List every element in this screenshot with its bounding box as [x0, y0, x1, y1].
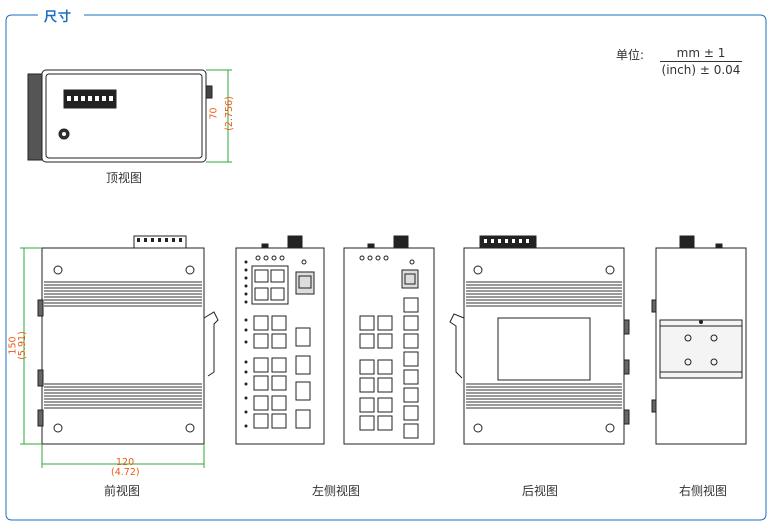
- section-title: 尺寸: [44, 10, 73, 25]
- left-view-drawing: [235, 235, 325, 445]
- caption-front-view: 前视图: [103, 484, 141, 498]
- unit-label: 单位:: [616, 48, 645, 62]
- unit-legend: 单位: mm ± 1 (inch) ± 0.04: [616, 46, 742, 77]
- left-view-alt-drawing: [343, 235, 435, 445]
- front-width-mm: 120: [116, 457, 135, 468]
- caption-right-view: 右侧视图: [678, 484, 728, 498]
- right-view-drawing: [651, 235, 747, 445]
- back-view-drawing: [449, 235, 630, 445]
- unit-numerator: mm ± 1: [660, 46, 742, 62]
- caption-back-view: 后视图: [521, 484, 559, 498]
- front-height-in: (5.91): [16, 331, 28, 360]
- front-view-drawing: [37, 235, 219, 445]
- caption-top-view: 顶视图: [105, 171, 143, 185]
- unit-fraction: mm ± 1 (inch) ± 0.04: [660, 46, 742, 77]
- caption-left-view: 左侧视图: [311, 484, 361, 498]
- top-height-in: (2.756): [223, 96, 235, 131]
- top-height-mm: 70: [208, 107, 220, 120]
- unit-denominator: (inch) ± 0.04: [661, 63, 741, 77]
- top-view-drawing: [27, 69, 213, 163]
- front-width-in: (4.72): [111, 467, 140, 478]
